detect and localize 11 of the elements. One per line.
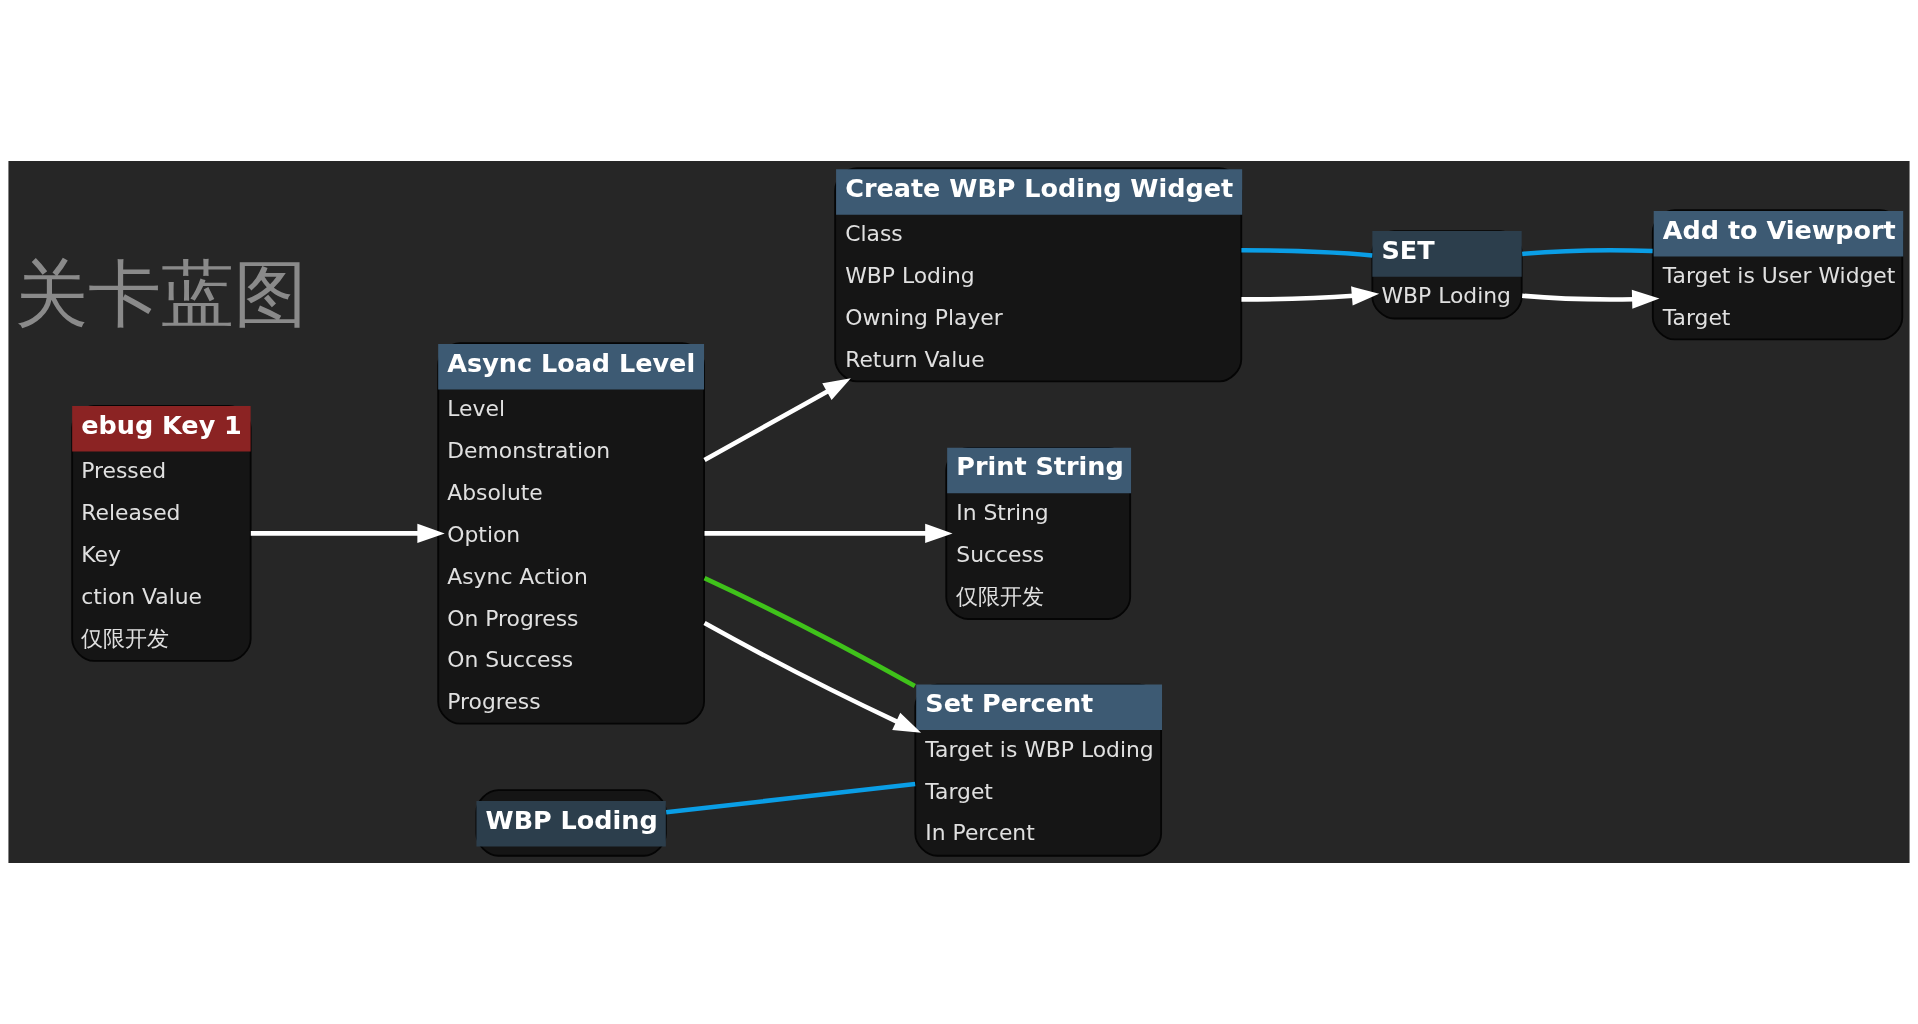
arrow: [704, 523, 953, 543]
connector: [1522, 247, 1653, 257]
connector: [1241, 247, 1373, 258]
arrow: [250, 523, 445, 543]
arrow: [1241, 286, 1380, 306]
connector: [665, 781, 916, 815]
arrow: [703, 378, 851, 462]
arrow: [703, 621, 922, 733]
label: 关卡蓝图: [15, 250, 308, 336]
arrow: [1522, 289, 1660, 309]
connector: [703, 576, 916, 689]
